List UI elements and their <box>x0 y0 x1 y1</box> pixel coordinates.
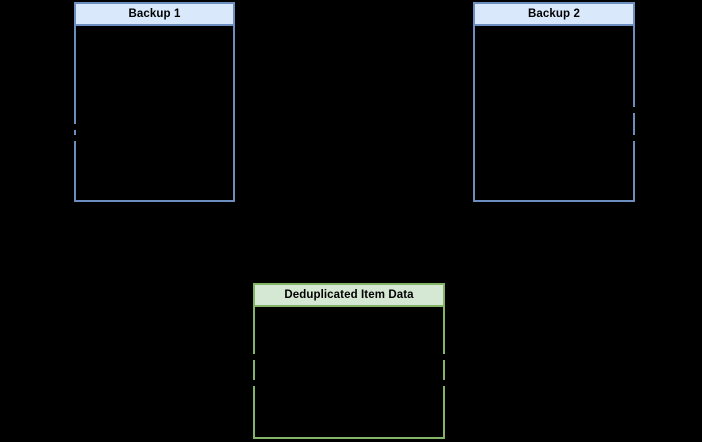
node-backup-2-body <box>475 26 633 200</box>
node-backup-2[interactable]: Backup 2 <box>473 2 635 202</box>
node-backup-1[interactable]: Backup 1 <box>74 2 235 202</box>
node-backup-2-title: Backup 2 <box>473 2 635 26</box>
node-backup-1-body <box>76 26 233 200</box>
node-backup-1-title: Backup 1 <box>74 2 235 26</box>
node-deduplicated-item-data-body <box>255 307 443 437</box>
node-deduplicated-item-data[interactable]: Deduplicated Item Data <box>253 283 445 439</box>
node-deduplicated-item-data-title: Deduplicated Item Data <box>253 283 445 307</box>
